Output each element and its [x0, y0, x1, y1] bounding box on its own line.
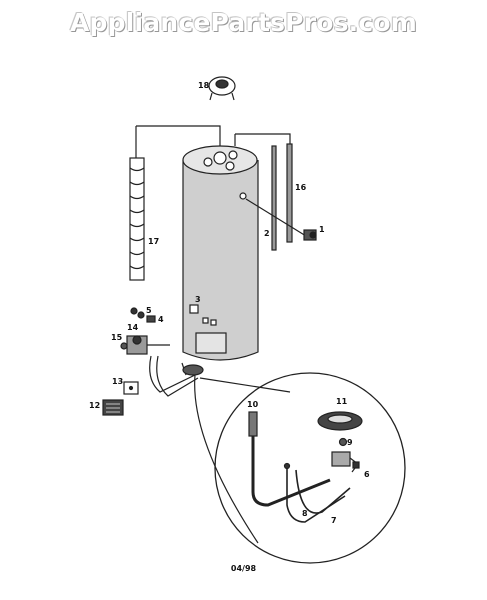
part-14-gas-control [126, 335, 170, 355]
callout-15: 15 [111, 333, 123, 342]
part-10-manifold-tube [248, 411, 331, 507]
callout-11: 11 [336, 397, 348, 406]
callout-3: 3 [195, 295, 201, 304]
part-15-knob [120, 342, 128, 350]
part-8-pilot-tube [283, 462, 346, 523]
callout-17: 17 [148, 237, 160, 246]
callout-2: 2 [264, 229, 270, 238]
part-16-dip-tube [286, 143, 293, 243]
part-9-orifice [338, 437, 348, 447]
callout-7: 7 [331, 516, 337, 525]
callout-13: 13 [112, 377, 124, 386]
part-13-inner-door [123, 381, 139, 395]
callout-5: 5 [146, 306, 152, 315]
part-12-outer-door [102, 399, 124, 416]
callout-4: 4 [158, 315, 164, 324]
callout-1: 1 [319, 225, 325, 234]
water-heater-tank [182, 145, 259, 361]
callout-12: 12 [89, 401, 101, 410]
part-17-flex-tube [129, 157, 145, 281]
part-2-anode-rod [271, 145, 277, 251]
callout-16: 16 [295, 183, 307, 192]
callout-8: 8 [302, 509, 308, 518]
part-1-relief-valve [245, 198, 317, 241]
part-6-pilot-assembly [331, 451, 360, 473]
part-5-nipple [130, 307, 145, 319]
callout-6: 6 [364, 470, 370, 479]
callout-14: 14 [127, 323, 139, 332]
date-code: 04/98 [230, 564, 257, 573]
part-7-thermocouple [295, 469, 351, 514]
part-18-anode-cap [208, 76, 236, 101]
part-11-burner [317, 411, 363, 431]
callout-9: 9 [347, 438, 353, 447]
watermark-logo: AppliancePartsPros.com [69, 8, 418, 37]
callout-18: 18 [198, 81, 210, 90]
part-4-bushing [146, 315, 156, 323]
callout-10: 10 [247, 400, 259, 409]
